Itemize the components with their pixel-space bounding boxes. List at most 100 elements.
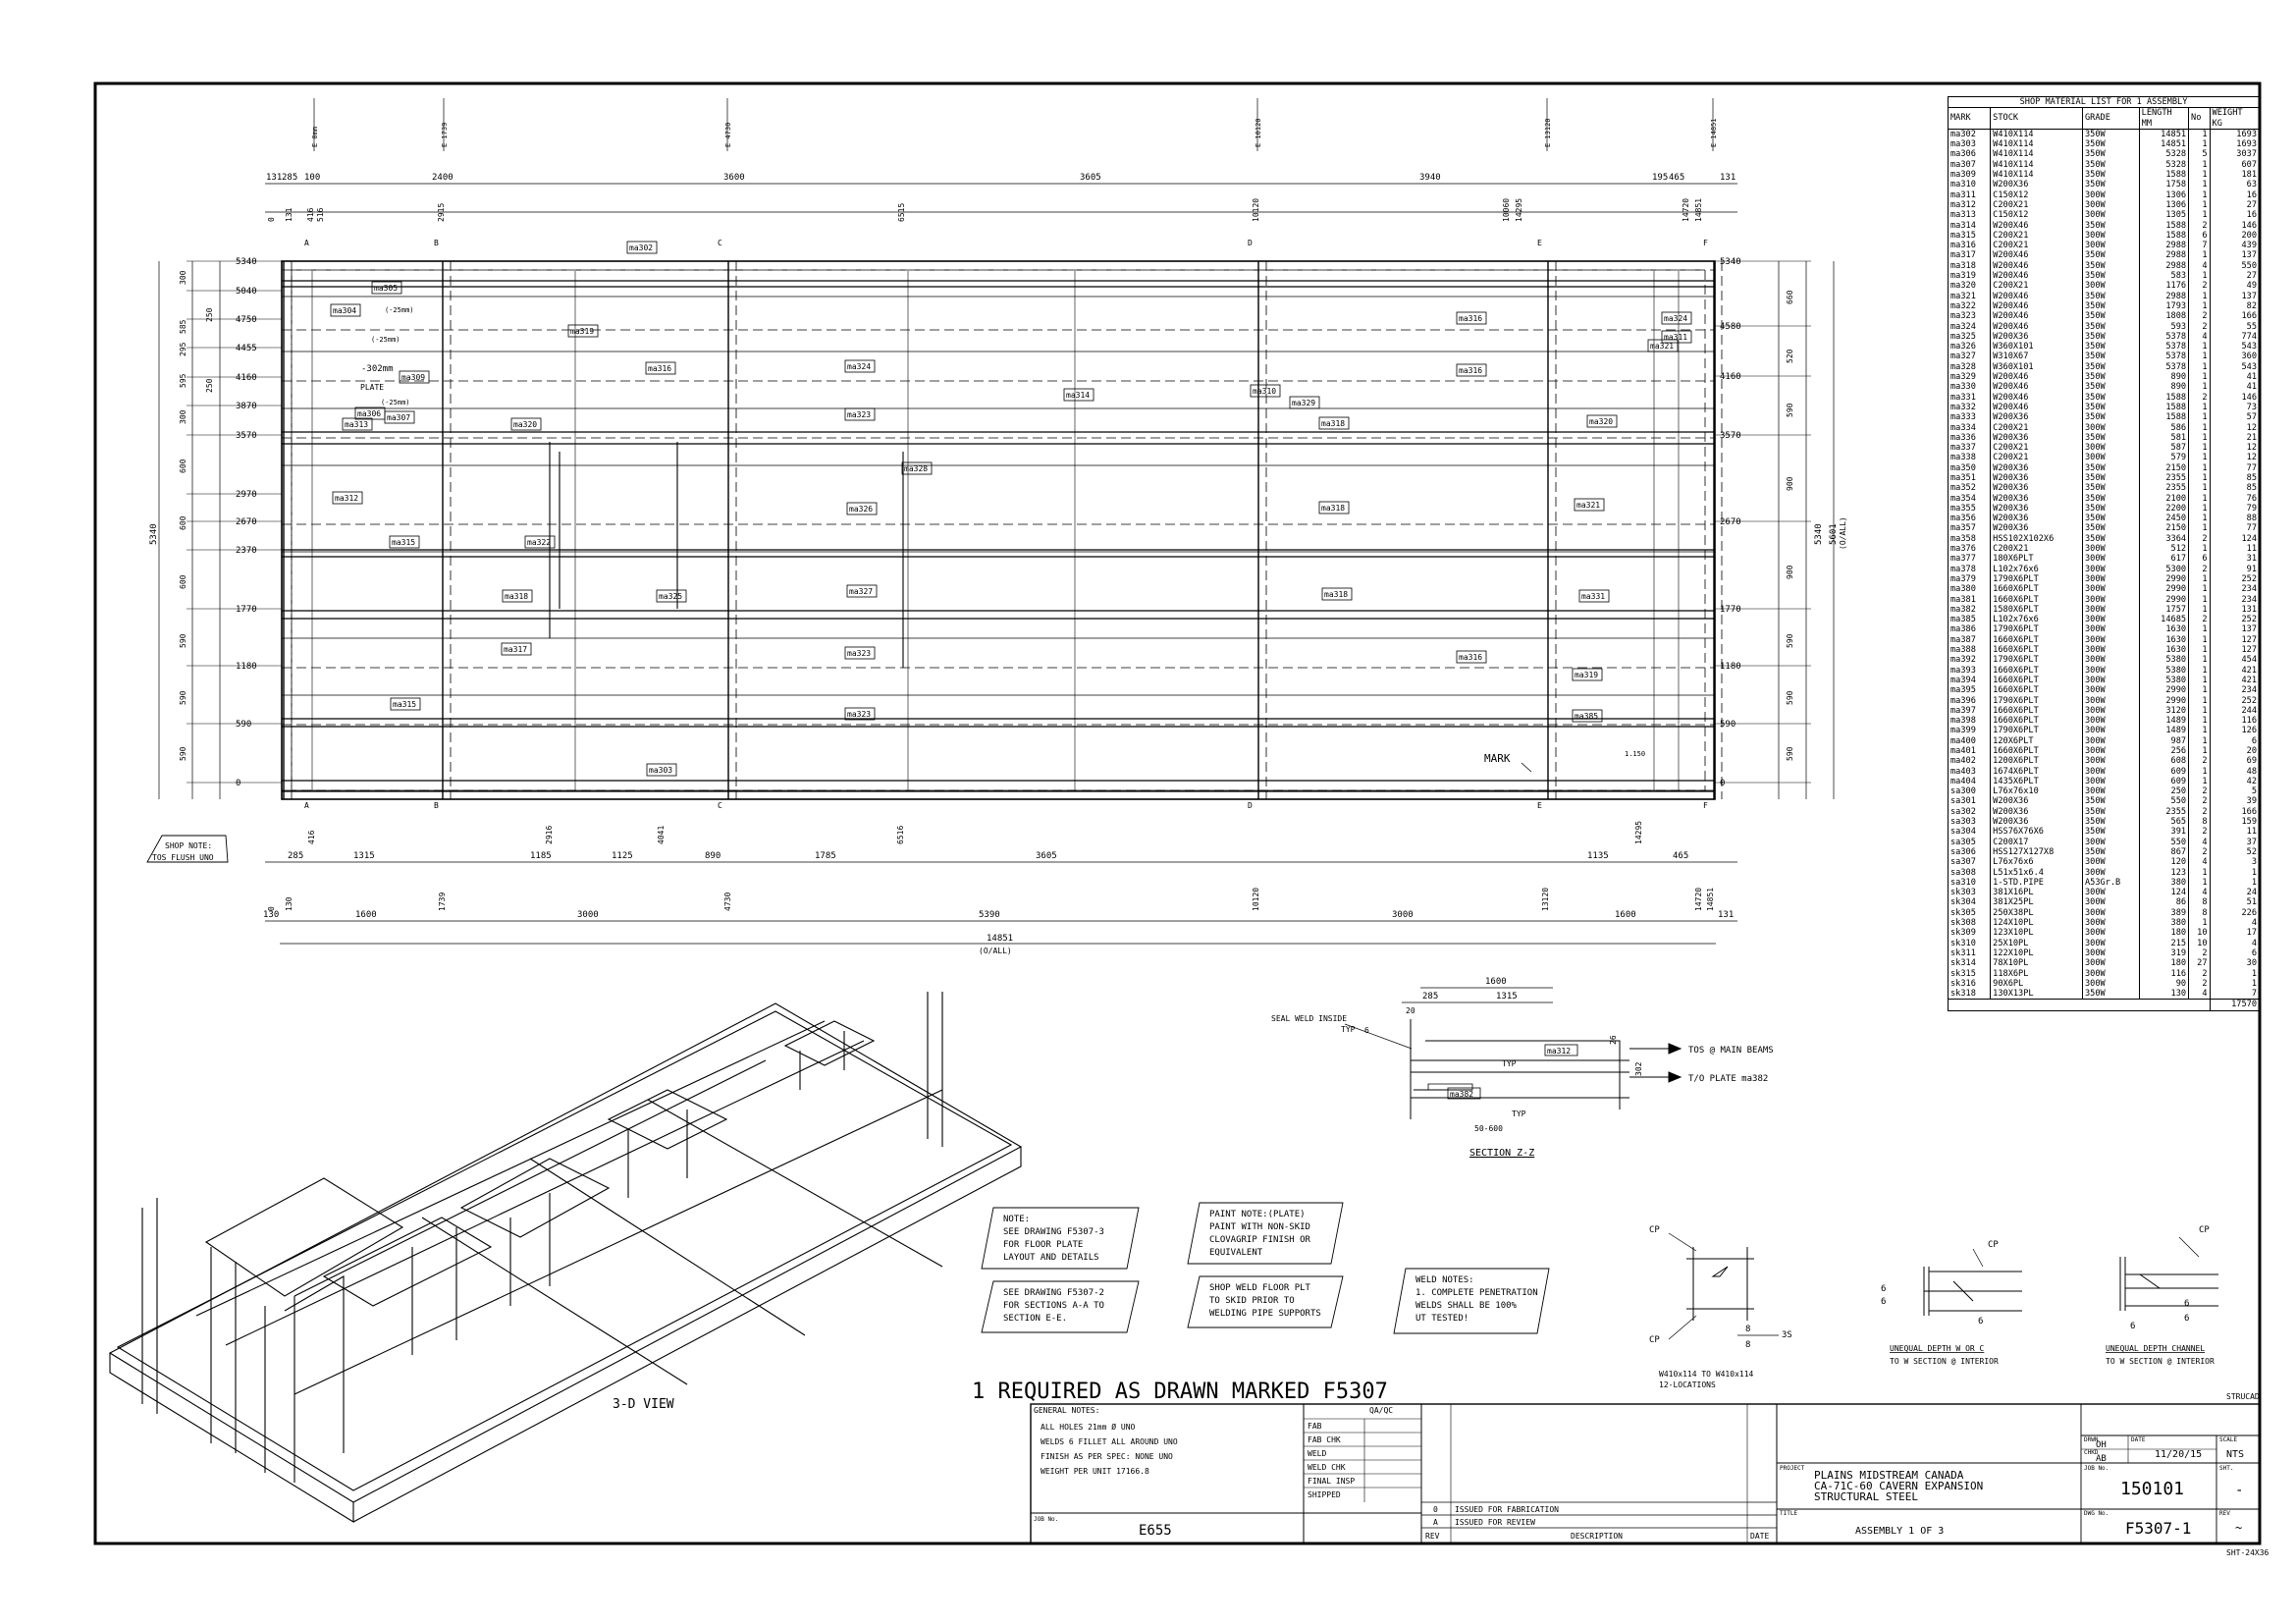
qty-cell: 4 [2188, 989, 2211, 1000]
grid-letter: D [1248, 239, 1253, 247]
length-cell: 180 [2138, 928, 2189, 939]
stock-cell: 180X6PLT [1990, 554, 2083, 565]
grade-cell: 300W [2082, 947, 2140, 959]
section-note: TYP [1512, 1110, 1526, 1118]
mark-tag: ma316 [648, 364, 671, 373]
weld-note-box [1393, 1268, 1550, 1334]
weight-cell: 252 [2209, 573, 2260, 585]
length-cell: 380 [2138, 877, 2189, 889]
stock-cell: 1790X6PLT [1990, 624, 2083, 635]
top-dimension: 465 [1669, 173, 1684, 183]
drawing-number: F5307-1 [2125, 1519, 2191, 1538]
mark-cell: ma356 [1947, 514, 1991, 524]
grade-cell: 300W [2082, 958, 2140, 969]
length-cell: 5328 [2138, 159, 2189, 171]
stock-cell: 122X10PL [1990, 947, 2083, 959]
weight-cell: 6 [2209, 947, 2260, 959]
qty-cell: 1 [2188, 472, 2211, 484]
stock-cell: 118X6PL [1990, 968, 2083, 979]
left-spacing: 300 [179, 270, 187, 285]
grade-cell: 350W [2082, 170, 2140, 181]
isometric-edge [783, 1020, 876, 1066]
length-cell: 617 [2138, 554, 2189, 565]
length-cell: 5380 [2138, 665, 2189, 676]
grade-cell: 350W [2082, 300, 2140, 312]
right-spacing: 520 [1786, 349, 1794, 363]
mark-cell: sk309 [1947, 928, 1991, 939]
weld-symbol: 6 [2184, 1299, 2189, 1309]
length-cell: 2100 [2138, 493, 2189, 504]
shop-weld-note-line: SHOP WELD FLOOR PLT [1209, 1283, 1311, 1293]
mark-tag-box [567, 324, 599, 338]
bottom-dimension: 1315 [353, 851, 375, 861]
left-level: 1770 [236, 605, 257, 615]
mark-cell: ma302 [1947, 129, 1991, 140]
mark-tag: ma311 [1664, 333, 1687, 342]
paint-note-line: PAINT WITH NON-SKID [1209, 1222, 1310, 1232]
grade-cell: 300W [2082, 199, 2140, 211]
bottom-dimension: 3000 [1392, 910, 1414, 920]
mark-tag: ma321 [1576, 501, 1600, 510]
grade-cell: 350W [2082, 483, 2140, 494]
mark-cell: sa305 [1947, 837, 1991, 847]
qty-cell: 1 [2188, 624, 2211, 635]
length-cell: 2988 [2138, 260, 2189, 272]
qty-cell: 1 [2188, 675, 2211, 686]
left-spacing: 585 [179, 319, 187, 334]
general-note: ALL HOLES 21mm Ø UNO [1041, 1422, 1136, 1432]
mark-tag-box [844, 407, 876, 421]
callout: (-25mm) [385, 306, 414, 314]
length-cell: 86 [2138, 897, 2189, 908]
isometric-edge [108, 1002, 1023, 1503]
shop-weld-note-line: TO SKID PRIOR TO [1209, 1296, 1295, 1306]
drwn-label: DRWN [2084, 1436, 2099, 1443]
weld-caption: UNEQUAL DEPTH W OR C [1890, 1344, 1985, 1353]
length-cell: 1306 [2138, 189, 2189, 200]
qty-cell: 1 [2188, 342, 2211, 352]
qty-cell: 2 [2188, 220, 2211, 231]
mark-cell: sa306 [1947, 846, 1991, 858]
mark-tag-box [390, 697, 421, 711]
qty-cell: 1 [2188, 918, 2211, 929]
bottom-vertical-dim: 1739 [438, 893, 447, 911]
top-vertical-dim: 10060 [1502, 198, 1511, 222]
general-note: FINISH AS PER SPEC: NONE UNO [1041, 1452, 1173, 1461]
weight-cell: 41 [2209, 382, 2260, 393]
note-floor-plate-line: SEE DRAWING F5307-3 [1003, 1227, 1104, 1237]
grade-cell: 350W [2082, 412, 2140, 423]
gridline-label: E 4730 [724, 123, 732, 147]
right-level: 4160 [1720, 372, 1741, 382]
weight-cell: 137 [2209, 624, 2260, 635]
top-dimension: 131 [266, 173, 282, 183]
weight-cell: 77 [2209, 462, 2260, 473]
grade-cell: 300W [2082, 624, 2140, 635]
right-level: 3570 [1720, 431, 1741, 441]
stock-cell: C150X12 [1990, 210, 2083, 221]
stock-cell: 1660X6PLT [1990, 634, 2083, 646]
grade-cell: 350W [2082, 180, 2140, 190]
mark-tag-box [844, 359, 876, 373]
mark-cell: ma316 [1947, 241, 1991, 251]
mark-tag-box [846, 584, 878, 598]
qty-cell: 1 [2188, 867, 2211, 878]
mark-tag-box [1250, 384, 1281, 398]
qty-cell: 8 [2188, 817, 2211, 828]
weight-cell: 69 [2209, 756, 2260, 767]
dwg-no-label: DWG No. [2084, 1510, 2109, 1517]
weight-cell: 51 [2209, 897, 2260, 908]
qty-cell: 1 [2188, 372, 2211, 383]
rev-value: ~ [2235, 1521, 2242, 1535]
stock-cell: W200X46 [1990, 291, 2083, 301]
mark-cell: ma331 [1947, 392, 1991, 403]
